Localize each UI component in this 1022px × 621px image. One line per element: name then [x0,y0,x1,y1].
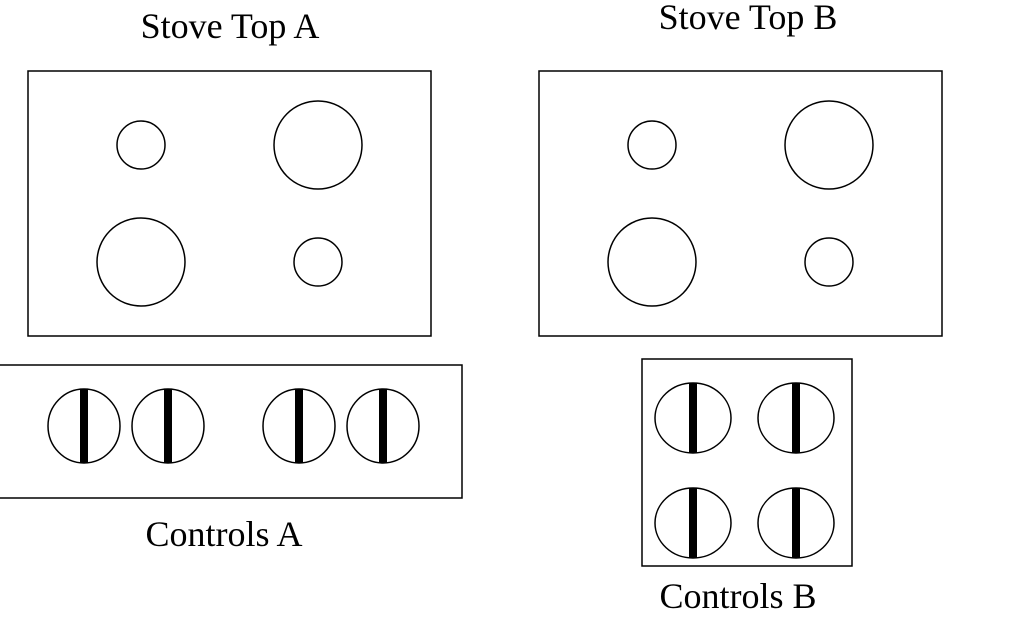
stove-top-a: Stove Top A [27,6,432,337]
stove-top-b-title: Stove Top B [659,0,838,37]
knob-a-4[interactable] [346,388,420,464]
controls-b-label: Controls B [659,576,816,616]
knob-a-3[interactable] [262,388,336,464]
knob-b-back-right[interactable] [757,382,835,454]
burner-a-front-left [96,217,186,307]
burner-b-back-right [784,100,874,190]
stove-top-b: Stove Top B [538,0,943,337]
burner-b-back-left [627,120,677,170]
stove-top-a-title: Stove Top A [141,6,320,46]
burner-b-front-right [804,237,854,287]
controls-b: Controls B [641,358,853,616]
controls-a-label: Controls A [145,514,302,554]
knob-b-back-left[interactable] [654,382,732,454]
knob-b-front-left[interactable] [654,487,732,559]
controls-a: Controls A [0,364,463,554]
knob-a-1[interactable] [47,388,121,464]
stove-top-b-surface [538,70,943,337]
burner-a-front-right [293,237,343,287]
burner-a-back-left [116,120,166,170]
burner-a-back-right [273,100,363,190]
burner-b-front-left [607,217,697,307]
knob-b-front-right[interactable] [757,487,835,559]
knob-a-2[interactable] [131,388,205,464]
stove-top-a-surface [27,70,432,337]
